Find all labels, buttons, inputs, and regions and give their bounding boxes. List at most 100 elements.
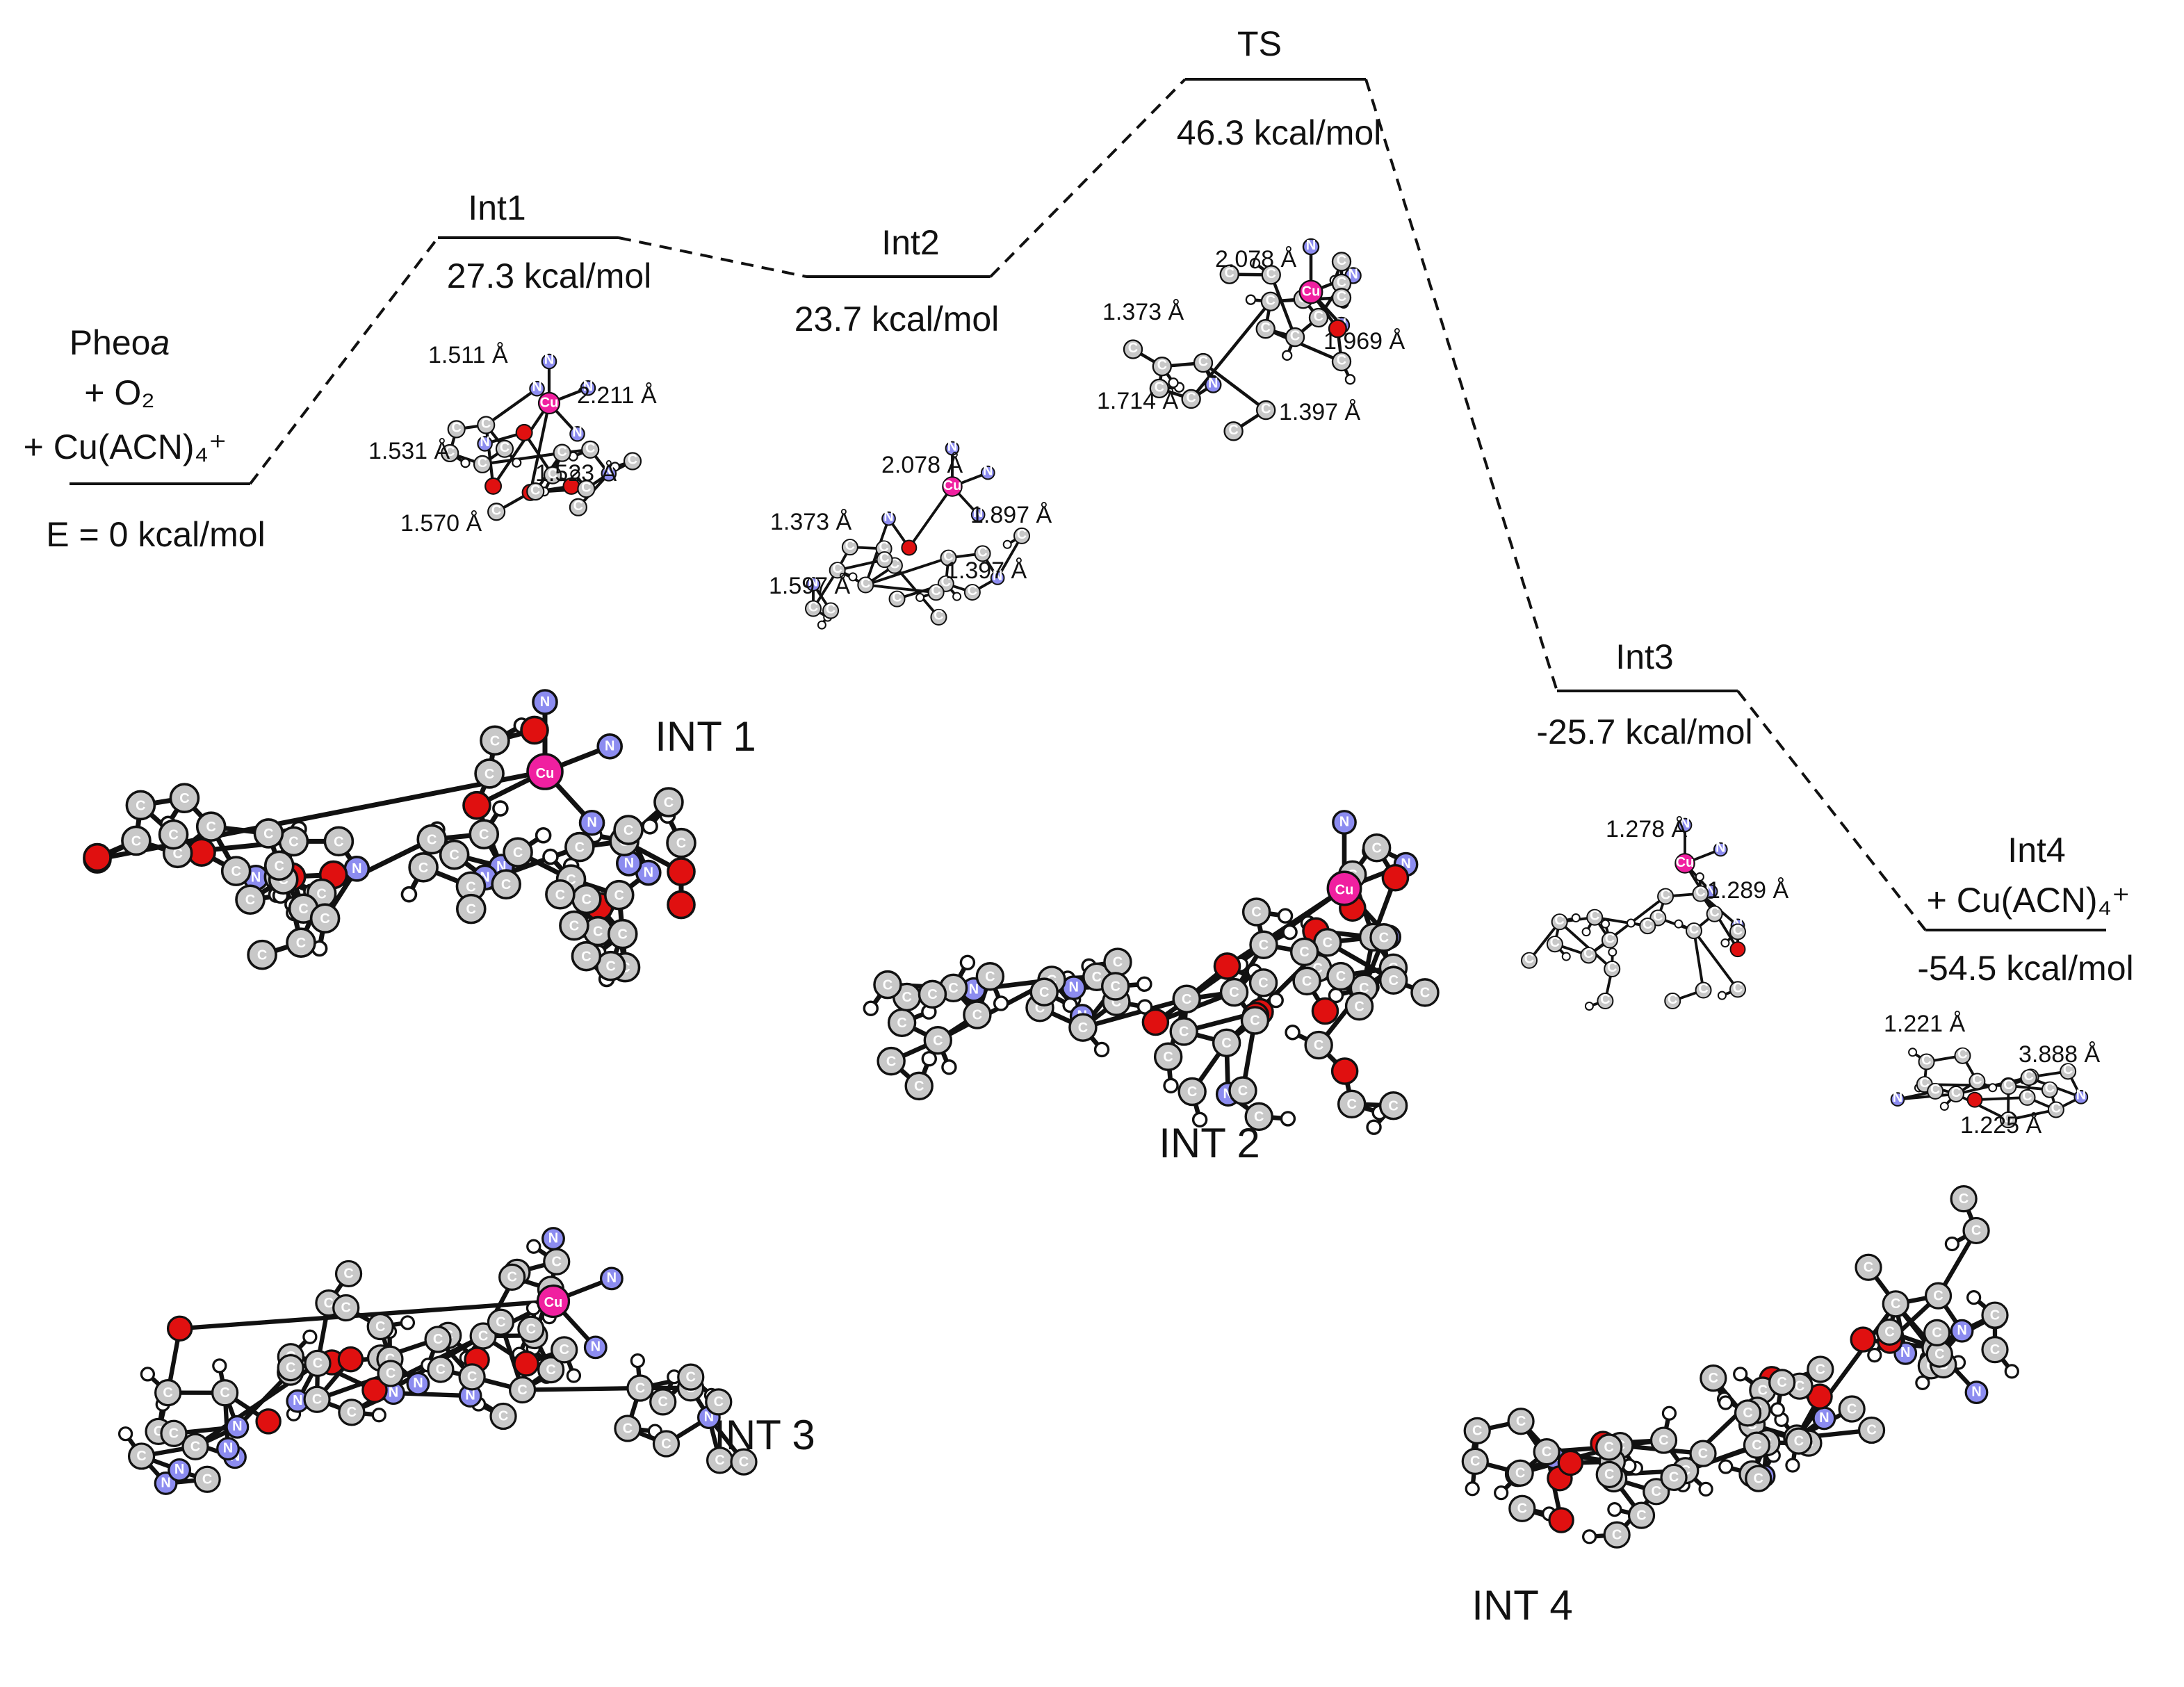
atom-label-c: C xyxy=(1323,935,1333,950)
atom-label-c: C xyxy=(573,498,583,514)
atom-label-c: C xyxy=(1228,423,1238,438)
atom-label-c: C xyxy=(1092,970,1102,985)
atom-label-c: C xyxy=(1314,1038,1323,1053)
structure-int3: NNNNNNNNNNNNNCCCCCCCCCCCCCCCCCCCCCCCCCCC… xyxy=(120,1228,756,1494)
atom-label-c: C xyxy=(451,421,461,436)
int3-energy: -25.7 kcal/mol xyxy=(1536,712,1752,751)
int2-energy: 23.7 kcal/mol xyxy=(794,300,1000,339)
atom-label-n: N xyxy=(389,1385,398,1401)
connector-ts-int3 xyxy=(1366,79,1557,691)
atom-label-c: C xyxy=(1733,922,1743,938)
atom-label-n: N xyxy=(1208,375,1218,391)
atom-label-c: C xyxy=(1754,1471,1763,1486)
atom-label-c: C xyxy=(559,1342,569,1358)
atom-h xyxy=(1367,1120,1380,1134)
atom-h xyxy=(1282,351,1291,360)
atom-label-c: C xyxy=(1932,1326,1941,1341)
atom-h xyxy=(1466,1483,1478,1495)
atom-label-c: C xyxy=(231,864,241,879)
atom-label-c: C xyxy=(245,893,255,908)
atom-label-c: C xyxy=(433,1332,443,1347)
atom-label-n: N xyxy=(223,1441,233,1456)
atom-label-c: C xyxy=(1612,1527,1622,1542)
atom-label-c: C xyxy=(1957,1047,1967,1062)
atom-label-c: C xyxy=(2003,1077,2013,1093)
atom-h xyxy=(1286,1026,1299,1039)
atom-label-n: N xyxy=(232,1419,242,1434)
atom-label-n: N xyxy=(1069,980,1079,995)
atom-label-c: C xyxy=(479,827,489,842)
atom-o xyxy=(1214,954,1239,979)
atom-label-c: C xyxy=(1847,1401,1857,1417)
atom-label-c: C xyxy=(886,1054,896,1069)
bond xyxy=(523,1388,640,1389)
atom-h xyxy=(1283,926,1296,939)
atom-label-c: C xyxy=(1472,1424,1482,1439)
atom-h xyxy=(1718,992,1726,1000)
atom-label-c: C xyxy=(288,834,298,849)
atom-label-c: C xyxy=(1515,1465,1525,1481)
atom-h xyxy=(1563,953,1570,961)
atom-label-c: C xyxy=(1163,1050,1173,1065)
atom-o xyxy=(514,1352,538,1376)
atom-label-n: N xyxy=(548,1230,558,1246)
atom-label-c: C xyxy=(2051,1100,2061,1116)
structure-int4: NNNNNNCCCCCCCCCCCCCCCCCCCCCCCCCCCCCCCCCC… xyxy=(1462,1187,2018,1547)
atom-label-n: N xyxy=(572,425,582,440)
atom-label-c: C xyxy=(1951,1085,1961,1100)
atom-h xyxy=(1720,1396,1732,1409)
atom-h xyxy=(373,1409,385,1421)
atom-o xyxy=(339,1348,362,1371)
atom-h xyxy=(1608,948,1616,956)
atom-label-n: N xyxy=(544,352,554,368)
structure-int2-atoms: NNNNNNNCCCCCCCCCCCCCCCCCCCCCCCCCCCCCCCCC… xyxy=(864,811,1438,1134)
int4-dist-2: 1.225 Å xyxy=(1960,1112,2042,1139)
atom-label-n: N xyxy=(1819,1410,1829,1426)
atom-label-c: C xyxy=(1258,975,1268,991)
atom-label-c: C xyxy=(286,1360,295,1376)
atom-label-c: C xyxy=(1420,986,1430,1001)
atom-label-c: C xyxy=(296,936,306,951)
int1-dist-2: 1.531 Å xyxy=(368,438,450,464)
atom-h xyxy=(1674,920,1682,928)
int3-name: Int3 xyxy=(1615,637,1673,676)
int1-dist-1: 2.211 Å xyxy=(577,382,657,409)
atom-label-c: C xyxy=(585,441,595,456)
ts-dist-4: 1.397 Å xyxy=(1279,399,1361,425)
int4-dist-1: 3.888 Å xyxy=(2019,1041,2101,1068)
atom-h xyxy=(1583,1531,1596,1543)
atom-label-c: C xyxy=(1354,999,1364,1014)
atom-h xyxy=(818,621,826,629)
atom-label-c: C xyxy=(635,1380,645,1396)
atom-label-c: C xyxy=(879,551,889,566)
atom-label-c: C xyxy=(1884,1325,1894,1340)
atom-label-c: C xyxy=(948,981,958,996)
atom-label-c: C xyxy=(163,1385,172,1401)
structure-int3-atoms: NNNNNNNNNNNNNCCCCCCCCCCCCCCCCCCCCCCCCCCC… xyxy=(120,1228,756,1494)
atom-label-c: C xyxy=(1891,1296,1900,1312)
atom-label-c: C xyxy=(1604,1440,1614,1455)
atom-h xyxy=(2005,1365,2018,1378)
atom-label-c: C xyxy=(1179,1025,1189,1040)
atom-label-c: C xyxy=(2022,1089,2032,1104)
atom-label-c: C xyxy=(686,1369,696,1385)
atom-label-c: C xyxy=(808,599,818,614)
atom-label-c: C xyxy=(1388,973,1398,988)
atom-label-c: C xyxy=(1157,358,1167,373)
atom-h xyxy=(1786,1459,1799,1472)
atom-h xyxy=(916,594,924,601)
atom-label-cu: Cu xyxy=(536,766,555,781)
atom-label-n: N xyxy=(1893,1090,1902,1105)
atom-label-c: C xyxy=(169,1426,179,1442)
start-energy: E = 0 kcal/mol xyxy=(46,515,265,554)
atom-label-c: C xyxy=(1039,985,1049,1000)
atom-h xyxy=(1909,1048,1916,1056)
atom-label-c: C xyxy=(1550,935,1560,950)
atom-label-c: C xyxy=(934,608,943,624)
int3-dist-0: 1.278 Å xyxy=(1606,816,1688,842)
atom-label-c: C xyxy=(257,948,267,963)
atom-label-n: N xyxy=(540,694,550,710)
structure-int2-title: INT 2 xyxy=(1159,1120,1260,1166)
atom-label-c: C xyxy=(298,902,308,917)
